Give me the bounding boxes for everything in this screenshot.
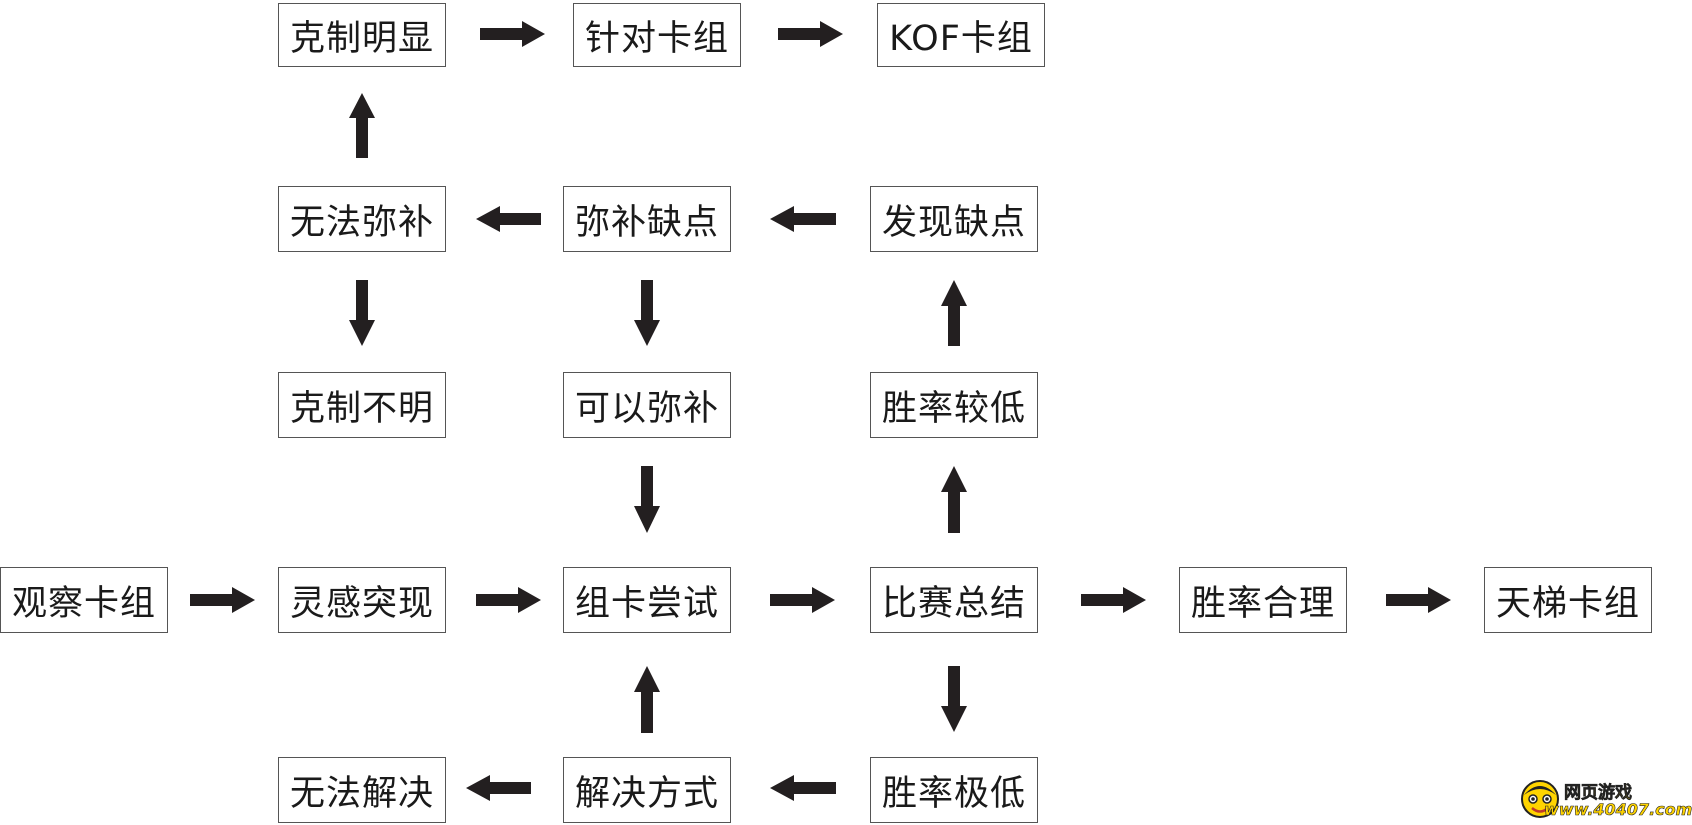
- arrow-up: [941, 280, 967, 346]
- node-can-fix: 可以弥补: [563, 372, 731, 438]
- node-targeted-deck: 针对卡组: [573, 3, 741, 67]
- flow-arrows: [190, 21, 1451, 801]
- arrow-right: [1386, 587, 1451, 613]
- node-build-try: 组卡尝试: [563, 567, 731, 633]
- arrow-down: [634, 466, 660, 533]
- arrow-up: [349, 93, 375, 158]
- arrow-right: [190, 587, 255, 613]
- node-kof-deck: KOF卡组: [877, 3, 1045, 67]
- node-observe-deck: 观察卡组: [0, 567, 168, 633]
- node-reasonable-winrate: 胜率合理: [1179, 567, 1347, 633]
- arrow-left: [466, 775, 531, 801]
- node-cannot-fix: 无法弥补: [278, 186, 446, 252]
- arrow-right: [770, 587, 835, 613]
- node-inspiration: 灵感突现: [278, 567, 446, 633]
- node-find-weakness: 发现缺点: [870, 186, 1038, 252]
- arrow-right: [476, 587, 541, 613]
- arrow-left: [476, 206, 541, 232]
- logo-url: www.40407.com: [1544, 800, 1692, 820]
- mascot-icon: [1521, 780, 1559, 818]
- node-very-low-winrate: 胜率极低: [870, 757, 1038, 823]
- arrow-left: [770, 775, 836, 801]
- arrow-right: [480, 21, 545, 47]
- watermark-logo: 网页游戏 www.40407.com: [1518, 774, 1692, 824]
- arrow-down: [941, 666, 967, 732]
- logo-text: 网页游戏: [1564, 783, 1633, 804]
- arrow-left: [770, 206, 836, 232]
- arrow-right: [1081, 587, 1146, 613]
- node-low-winrate: 胜率较低: [870, 372, 1038, 438]
- node-ladder-deck: 天梯卡组: [1484, 567, 1652, 633]
- arrow-down: [349, 280, 375, 346]
- arrow-right: [778, 21, 843, 47]
- node-match-summary: 比赛总结: [870, 567, 1038, 633]
- arrow-down: [634, 280, 660, 346]
- arrow-up: [941, 466, 967, 533]
- node-clear-counter: 克制明显: [278, 3, 446, 67]
- node-cannot-solve: 无法解决: [278, 757, 446, 823]
- node-fix-weakness: 弥补缺点: [563, 186, 731, 252]
- node-solution: 解决方式: [563, 757, 731, 823]
- node-unclear-counter: 克制不明: [278, 372, 446, 438]
- arrow-up: [634, 666, 660, 733]
